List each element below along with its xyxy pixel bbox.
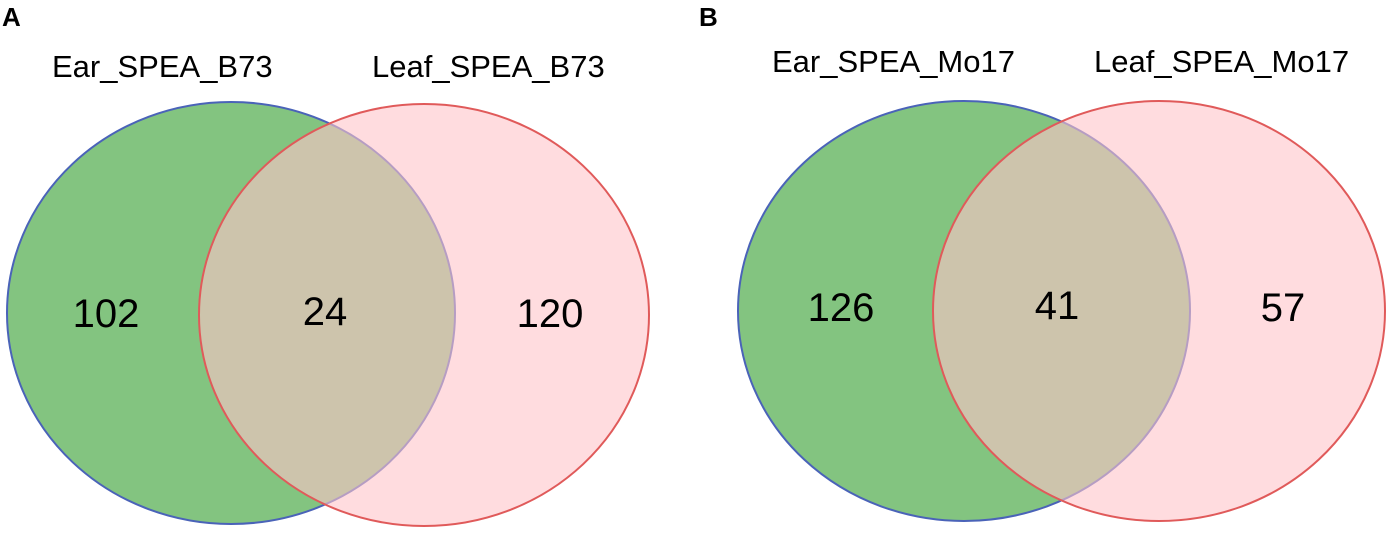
- panel-letter-a: A: [2, 2, 21, 32]
- count-leaf-mo17-only: 57: [1261, 286, 1306, 330]
- count-leaf-b73-only: 120: [517, 292, 584, 336]
- count-overlap-b73: 24: [303, 290, 348, 334]
- venn-panel-a: A Ear_SPEA_B73 Leaf_SPEA_B73 102 24 120: [2, 2, 650, 527]
- set-label-leaf-b73: Leaf_SPEA_B73: [372, 49, 605, 84]
- set-label-ear-b73: Ear_SPEA_B73: [52, 49, 273, 84]
- venn-panel-b: B Ear_SPEA_Mo17 Leaf_SPEA_Mo17 126 41 57: [699, 2, 1386, 522]
- count-overlap-mo17: 41: [1035, 284, 1080, 328]
- count-ear-b73-only: 102: [73, 292, 140, 336]
- set-circle-leaf-mo17: [932, 100, 1386, 522]
- count-ear-mo17-only: 126: [808, 286, 875, 330]
- set-circle-leaf-b73: [198, 103, 650, 527]
- set-label-ear-mo17: Ear_SPEA_Mo17: [772, 44, 1015, 79]
- set-label-leaf-mo17: Leaf_SPEA_Mo17: [1094, 44, 1349, 79]
- panel-letter-b: B: [699, 2, 718, 32]
